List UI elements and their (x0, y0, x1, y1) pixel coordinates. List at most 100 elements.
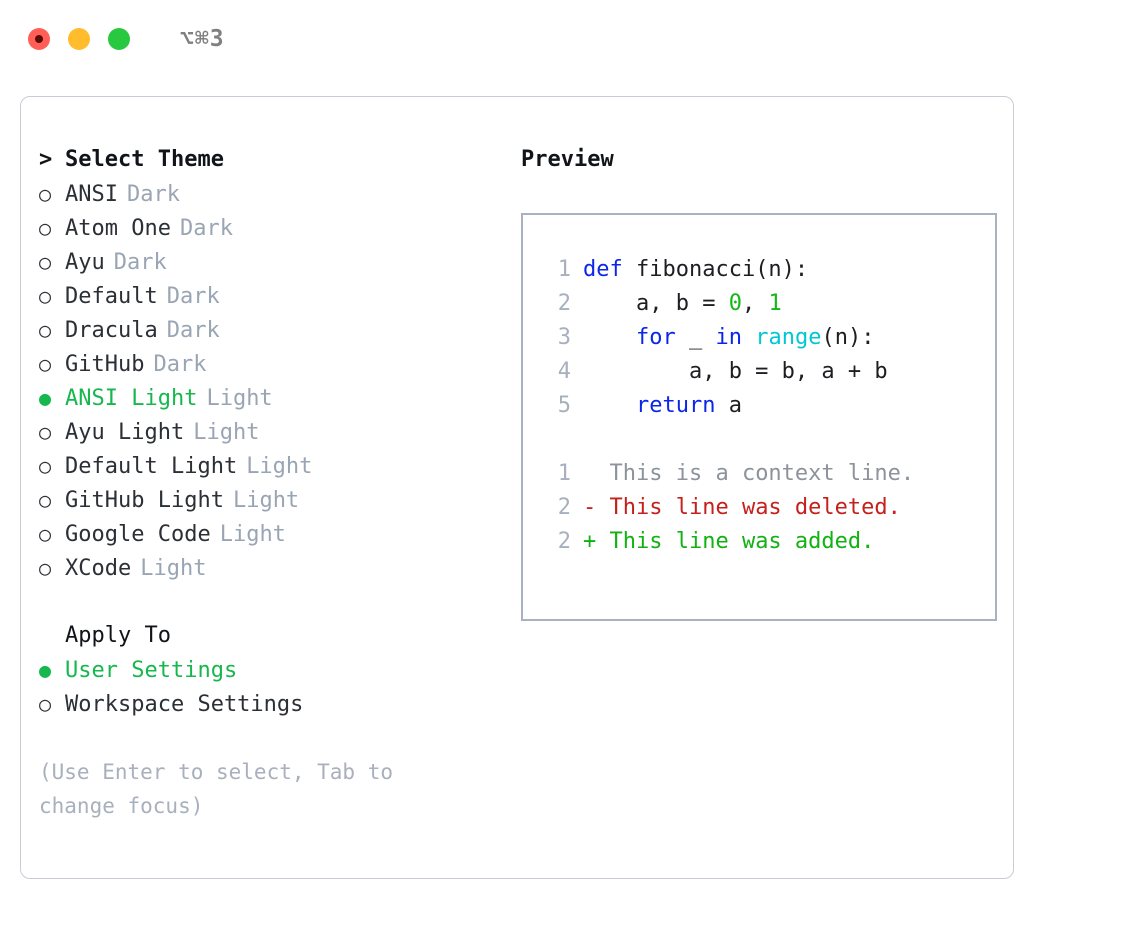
theme-variant-badge: Light (193, 420, 260, 445)
code-token-number: 0 (728, 291, 742, 316)
code-token-keyword: def (583, 257, 636, 282)
apply-to-item[interactable]: ● User Settings (39, 653, 501, 687)
diff-line-text: This line was deleted. (596, 495, 901, 520)
diff-sign: + (583, 529, 597, 554)
code-token-plain: (n): (821, 325, 875, 350)
theme-name-label: Google Code (65, 522, 211, 547)
apply-to-list: ● User Settings ○ Workspace Settings (39, 653, 501, 721)
theme-list-item[interactable]: ○ GitHub Light Light (39, 483, 501, 517)
diff-line-number: 2 (557, 495, 571, 520)
radio-unselected-icon: ○ (39, 352, 52, 376)
keyboard-hint-text: (Use Enter to select, Tab to change focu… (39, 760, 406, 818)
radio-unselected-icon: ○ (39, 522, 52, 546)
radio-unselected-icon: ○ (39, 182, 52, 206)
theme-name-label: Atom One (65, 216, 171, 241)
apply-to-label: Workspace Settings (65, 692, 304, 717)
code-token-plain: a (715, 393, 742, 418)
keyboard-shortcut-label: ⌥⌘3 (180, 26, 225, 52)
code-token-plain (583, 325, 636, 350)
radio-unselected-icon: ○ (39, 692, 52, 716)
theme-variant-badge: Dark (113, 250, 167, 275)
code-token-plain: a, b = (583, 291, 729, 316)
title-bar: ⌥⌘3 (0, 0, 1140, 78)
diff-line: 2 + This line was added. (541, 525, 995, 559)
code-token-plain: _ (675, 325, 716, 350)
theme-name-label: GitHub (65, 352, 145, 377)
code-line-text: return a (583, 389, 742, 423)
theme-name-label: Ayu Light (65, 420, 185, 445)
code-token-plain (583, 393, 636, 418)
code-token-function: range (755, 325, 822, 350)
radio-unselected-icon: ○ (39, 250, 52, 274)
code-line-text: for _ in range(n): (583, 321, 874, 355)
code-token-plain: , (741, 291, 769, 316)
recording-indicator-icon (35, 35, 43, 43)
theme-list-item[interactable]: ● ANSI Light Light (39, 381, 501, 415)
apply-to-heading-label: Apply To (65, 623, 171, 648)
code-token-keyword: for (635, 325, 676, 350)
maximize-dot[interactable] (108, 28, 130, 50)
theme-variant-badge: Light (140, 556, 207, 581)
theme-name-label: GitHub Light (65, 488, 224, 513)
code-line-text: a, b = b, a + b (583, 355, 888, 389)
diff-line-text: This line was added. (596, 529, 875, 554)
radio-unselected-icon: ○ (39, 318, 52, 342)
theme-variant-badge: Light (206, 386, 273, 411)
code-token-plain (742, 325, 755, 350)
diff-line-number: 2 (557, 529, 571, 554)
line-number: 4 (557, 359, 571, 384)
theme-list-item[interactable]: ○ Google Code Light (39, 517, 501, 551)
radio-selected-icon: ● (39, 658, 52, 682)
code-line: 2 a, b = 0, 1 (541, 287, 995, 321)
diff-sample: 1 This is a context line.2- This line wa… (541, 457, 995, 559)
theme-variant-badge: Dark (126, 182, 180, 207)
code-diff-spacer (541, 423, 995, 457)
theme-name-label: ANSI (65, 182, 118, 207)
theme-variant-badge: Light (246, 454, 313, 479)
theme-list-heading: > Select Theme (39, 143, 501, 177)
code-token-plain: fibonacci(n): (635, 257, 809, 282)
radio-unselected-icon: ○ (39, 556, 52, 580)
theme-name-label: Dracula (65, 318, 158, 343)
diff-line-number: 1 (557, 461, 571, 486)
radio-unselected-icon: ○ (39, 216, 52, 240)
preview-heading-label: Preview (521, 147, 614, 172)
theme-variant-badge: Light (219, 522, 286, 547)
apply-to-heading-indent (39, 619, 65, 653)
close-dot[interactable] (28, 28, 50, 50)
code-token-plain: a, b = b, a + b (583, 359, 888, 384)
minimize-dot[interactable] (68, 28, 90, 50)
theme-name-label: ANSI Light (65, 386, 198, 411)
radio-unselected-icon: ○ (39, 454, 52, 478)
diff-sign (583, 457, 596, 491)
theme-variant-badge: Light (232, 488, 300, 513)
theme-variant-badge: Dark (166, 284, 220, 309)
radio-selected-icon: ● (39, 386, 52, 410)
apply-to-label: User Settings (65, 658, 238, 683)
code-line: 4 a, b = b, a + b (541, 355, 995, 389)
radio-unselected-icon: ○ (39, 488, 52, 512)
theme-list-heading-label: Select Theme (65, 147, 224, 172)
caret-icon: > (39, 147, 53, 172)
code-token-number: 1 (768, 291, 782, 316)
line-number: 3 (557, 325, 571, 350)
apply-to-heading: Apply To (39, 619, 501, 653)
apply-to-item[interactable]: ○ Workspace Settings (39, 687, 501, 721)
theme-list-item[interactable]: ○ ANSI Dark (39, 177, 501, 211)
